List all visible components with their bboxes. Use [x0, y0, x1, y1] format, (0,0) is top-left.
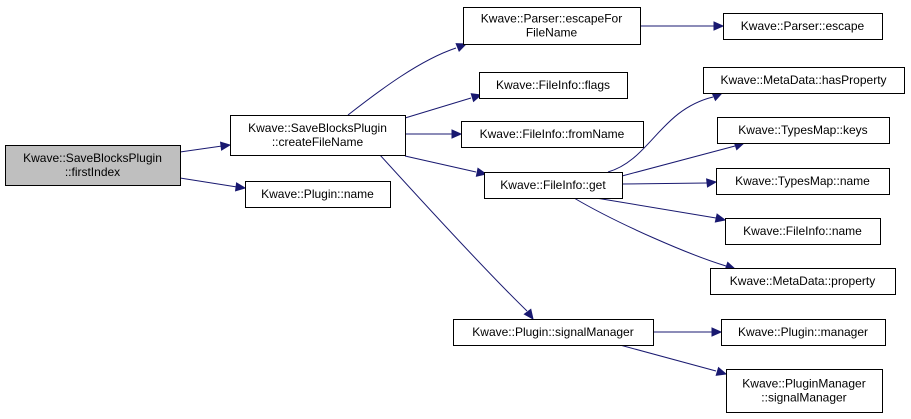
edge-first-index-to-plugin-name: [179, 177, 238, 188]
nodes-layer: Kwave::SaveBlocksPlugin::firstIndexKwave…: [5, 7, 905, 413]
node-label: Kwave::FileInfo::get: [500, 178, 606, 192]
node-box: [723, 13, 883, 40]
node-label: Kwave::SaveBlocksPlugin: [23, 151, 162, 165]
node-label: Kwave::Parser::escapeFor: [481, 12, 622, 26]
node-label: Kwave::TypesMap::name: [735, 174, 870, 188]
node-parser-escape[interactable]: Kwave::Parser::escape: [723, 13, 883, 40]
node-box: [484, 172, 623, 199]
edge-fileinfo-get-to-metadata-property: [573, 197, 727, 267]
edge-fileinfo-get-to-fileinfo-name: [595, 197, 717, 219]
node-plugin-manager[interactable]: Kwave::Plugin::manager: [721, 319, 886, 346]
node-typesmap-keys[interactable]: Kwave::TypesMap::keys: [717, 117, 890, 144]
edge-create-file-name-to-fileinfo-flags: [404, 97, 472, 119]
node-metadata-property[interactable]: Kwave::MetaData::property: [710, 268, 896, 295]
node-box: [716, 168, 890, 195]
edge-create-file-name-to-plugin-signal-manager: [379, 154, 528, 312]
node-label: Kwave::MetaData::property: [730, 274, 875, 288]
node-create-file-name[interactable]: Kwave::SaveBlocksPlugin::createFileName: [230, 115, 406, 156]
node-box: [479, 72, 628, 99]
node-fileinfo-name[interactable]: Kwave::FileInfo::name: [725, 218, 881, 245]
arrowhead-fileinfo-get-to-typesmap-name: [706, 178, 718, 188]
node-fileinfo-get[interactable]: Kwave::FileInfo::get: [484, 172, 623, 199]
node-box: [703, 67, 905, 94]
node-box: [5, 145, 181, 186]
node-label: Kwave::Plugin::name: [261, 187, 374, 201]
edge-plugin-signal-manager-to-pluginmanager-signal-manager: [619, 344, 717, 372]
node-metadata-has-property[interactable]: Kwave::MetaData::hasProperty: [703, 67, 905, 94]
node-label: Kwave::PluginManager: [742, 377, 865, 391]
node-label: Kwave::SaveBlocksPlugin: [248, 121, 387, 135]
arrowhead-fileinfo-get-to-metadata-has-property: [711, 92, 724, 102]
arrowhead-plugin-signal-manager-to-plugin-manager: [711, 327, 723, 337]
node-box: [710, 268, 896, 295]
edge-create-file-name-to-escape-for-file-name: [347, 47, 457, 116]
node-typesmap-name[interactable]: Kwave::TypesMap::name: [716, 168, 890, 195]
edges-layer: [179, 21, 746, 376]
node-label: Kwave::Plugin::manager: [738, 325, 868, 339]
node-box: [461, 121, 644, 148]
edge-fileinfo-get-to-typesmap-name: [621, 182, 708, 185]
node-first-index[interactable]: Kwave::SaveBlocksPlugin::firstIndex: [5, 145, 181, 186]
edge-first-index-to-create-file-name: [179, 145, 223, 153]
node-box: [717, 117, 890, 144]
node-box: [230, 115, 406, 156]
node-plugin-signal-manager[interactable]: Kwave::Plugin::signalManager: [453, 319, 654, 346]
node-fileinfo-flags[interactable]: Kwave::FileInfo::flags: [479, 72, 628, 99]
node-label: ::createFileName: [272, 135, 364, 149]
node-label: Kwave::Parser::escape: [741, 19, 865, 33]
node-box: [725, 218, 881, 245]
node-box: [726, 369, 883, 413]
node-box: [453, 319, 654, 346]
node-label: Kwave::Plugin::signalManager: [472, 325, 633, 339]
arrowhead-create-file-name-to-fileinfo-from-name: [451, 129, 463, 139]
edge-fileinfo-get-to-typesmap-keys: [621, 145, 736, 177]
node-box: [245, 181, 391, 208]
node-label: Kwave::TypesMap::keys: [738, 123, 867, 137]
arrowhead-plugin-signal-manager-to-pluginmanager-signal-manager: [715, 366, 728, 376]
arrowhead-create-file-name-to-fileinfo-get: [475, 167, 488, 177]
node-pluginmanager-signal-manager[interactable]: Kwave::PluginManager::signalManager: [726, 369, 883, 413]
node-label: Kwave::FileInfo::fromName: [480, 127, 625, 141]
node-label: Kwave::FileInfo::flags: [496, 78, 610, 92]
arrowhead-fileinfo-get-to-fileinfo-name: [714, 213, 727, 223]
node-box: [721, 319, 886, 346]
node-label: Kwave::MetaData::hasProperty: [720, 73, 886, 87]
node-plugin-name[interactable]: Kwave::Plugin::name: [245, 181, 391, 208]
node-box: [463, 7, 641, 45]
arrowhead-escape-for-file-name-to-parser-escape: [713, 21, 725, 31]
node-label: ::signalManager: [761, 391, 846, 405]
arrowhead-create-file-name-to-fileinfo-flags: [470, 93, 483, 103]
node-label: FileName: [526, 26, 578, 40]
node-fileinfo-from-name[interactable]: Kwave::FileInfo::fromName: [461, 121, 644, 148]
arrowhead-first-index-to-create-file-name: [219, 141, 232, 151]
edge-create-file-name-to-fileinfo-get: [404, 155, 477, 173]
arrowhead-create-file-name-to-escape-for-file-name: [455, 43, 468, 52]
node-label: Kwave::FileInfo::name: [743, 224, 862, 238]
arrowhead-first-index-to-plugin-name: [234, 182, 247, 192]
node-label: ::firstIndex: [65, 165, 120, 179]
edge-fileinfo-get-to-metadata-has-property: [607, 96, 714, 173]
arrowhead-create-file-name-to-plugin-signal-manager: [523, 308, 534, 320]
